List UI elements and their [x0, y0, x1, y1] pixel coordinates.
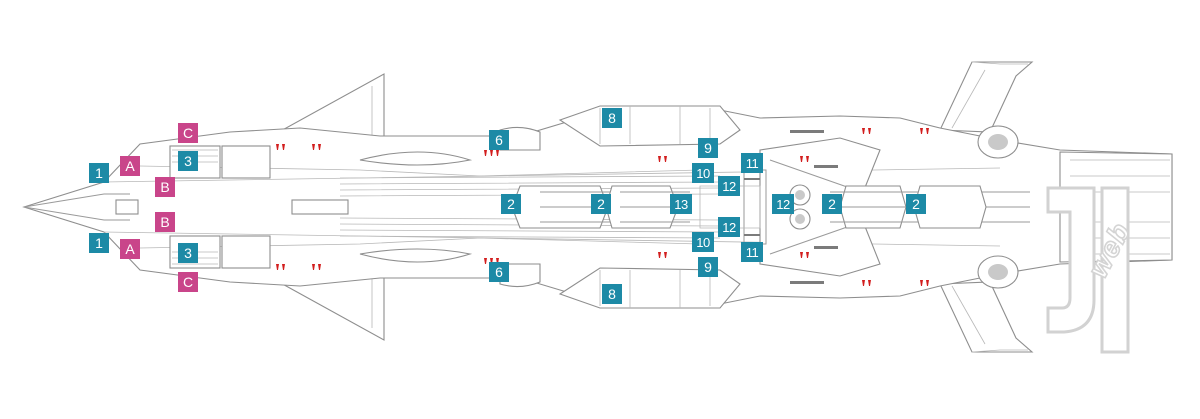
- label-12-top: 12: [718, 176, 740, 196]
- label-10-top: 10: [692, 163, 714, 183]
- label-13: 13: [670, 194, 692, 214]
- thruster-marks: [276, 128, 929, 286]
- label-c-bottom: C: [178, 272, 198, 292]
- label-8-bottom: 8: [602, 284, 622, 304]
- label-3-bottom: 3: [178, 243, 198, 263]
- label-6-bottom: 6: [489, 262, 509, 282]
- label-2-c: 2: [822, 194, 842, 214]
- label-11-top: 11: [741, 153, 763, 173]
- gun-turrets: [511, 185, 1030, 229]
- vents: [744, 130, 838, 284]
- side-blisters: [359, 126, 541, 288]
- label-11-bottom: 11: [741, 242, 763, 262]
- label-a-top: A: [120, 156, 140, 176]
- label-12-bottom: 12: [718, 217, 740, 237]
- label-9-top: 9: [698, 138, 718, 158]
- label-9-bottom: 9: [698, 257, 718, 277]
- front-hatches: [169, 145, 271, 269]
- label-2-a: 2: [501, 194, 521, 214]
- label-8-top: 8: [602, 108, 622, 128]
- label-1-bottom: 1: [89, 233, 109, 253]
- label-12-center: 12: [772, 194, 794, 214]
- label-2-b: 2: [591, 194, 611, 214]
- label-a-bottom: A: [120, 239, 140, 259]
- label-6-top: 6: [489, 130, 509, 150]
- label-b-top: B: [155, 177, 175, 197]
- watermark-logo: [1046, 186, 1130, 354]
- rear-wing-bottom: [939, 281, 1034, 353]
- label-3-top: 3: [178, 151, 198, 171]
- label-10-bottom: 10: [692, 232, 714, 252]
- label-1-top: 1: [89, 163, 109, 183]
- label-2-d: 2: [906, 194, 926, 214]
- label-b-bottom: B: [155, 212, 175, 232]
- rear-wing-top: [939, 61, 1034, 133]
- label-c-top: C: [178, 123, 198, 143]
